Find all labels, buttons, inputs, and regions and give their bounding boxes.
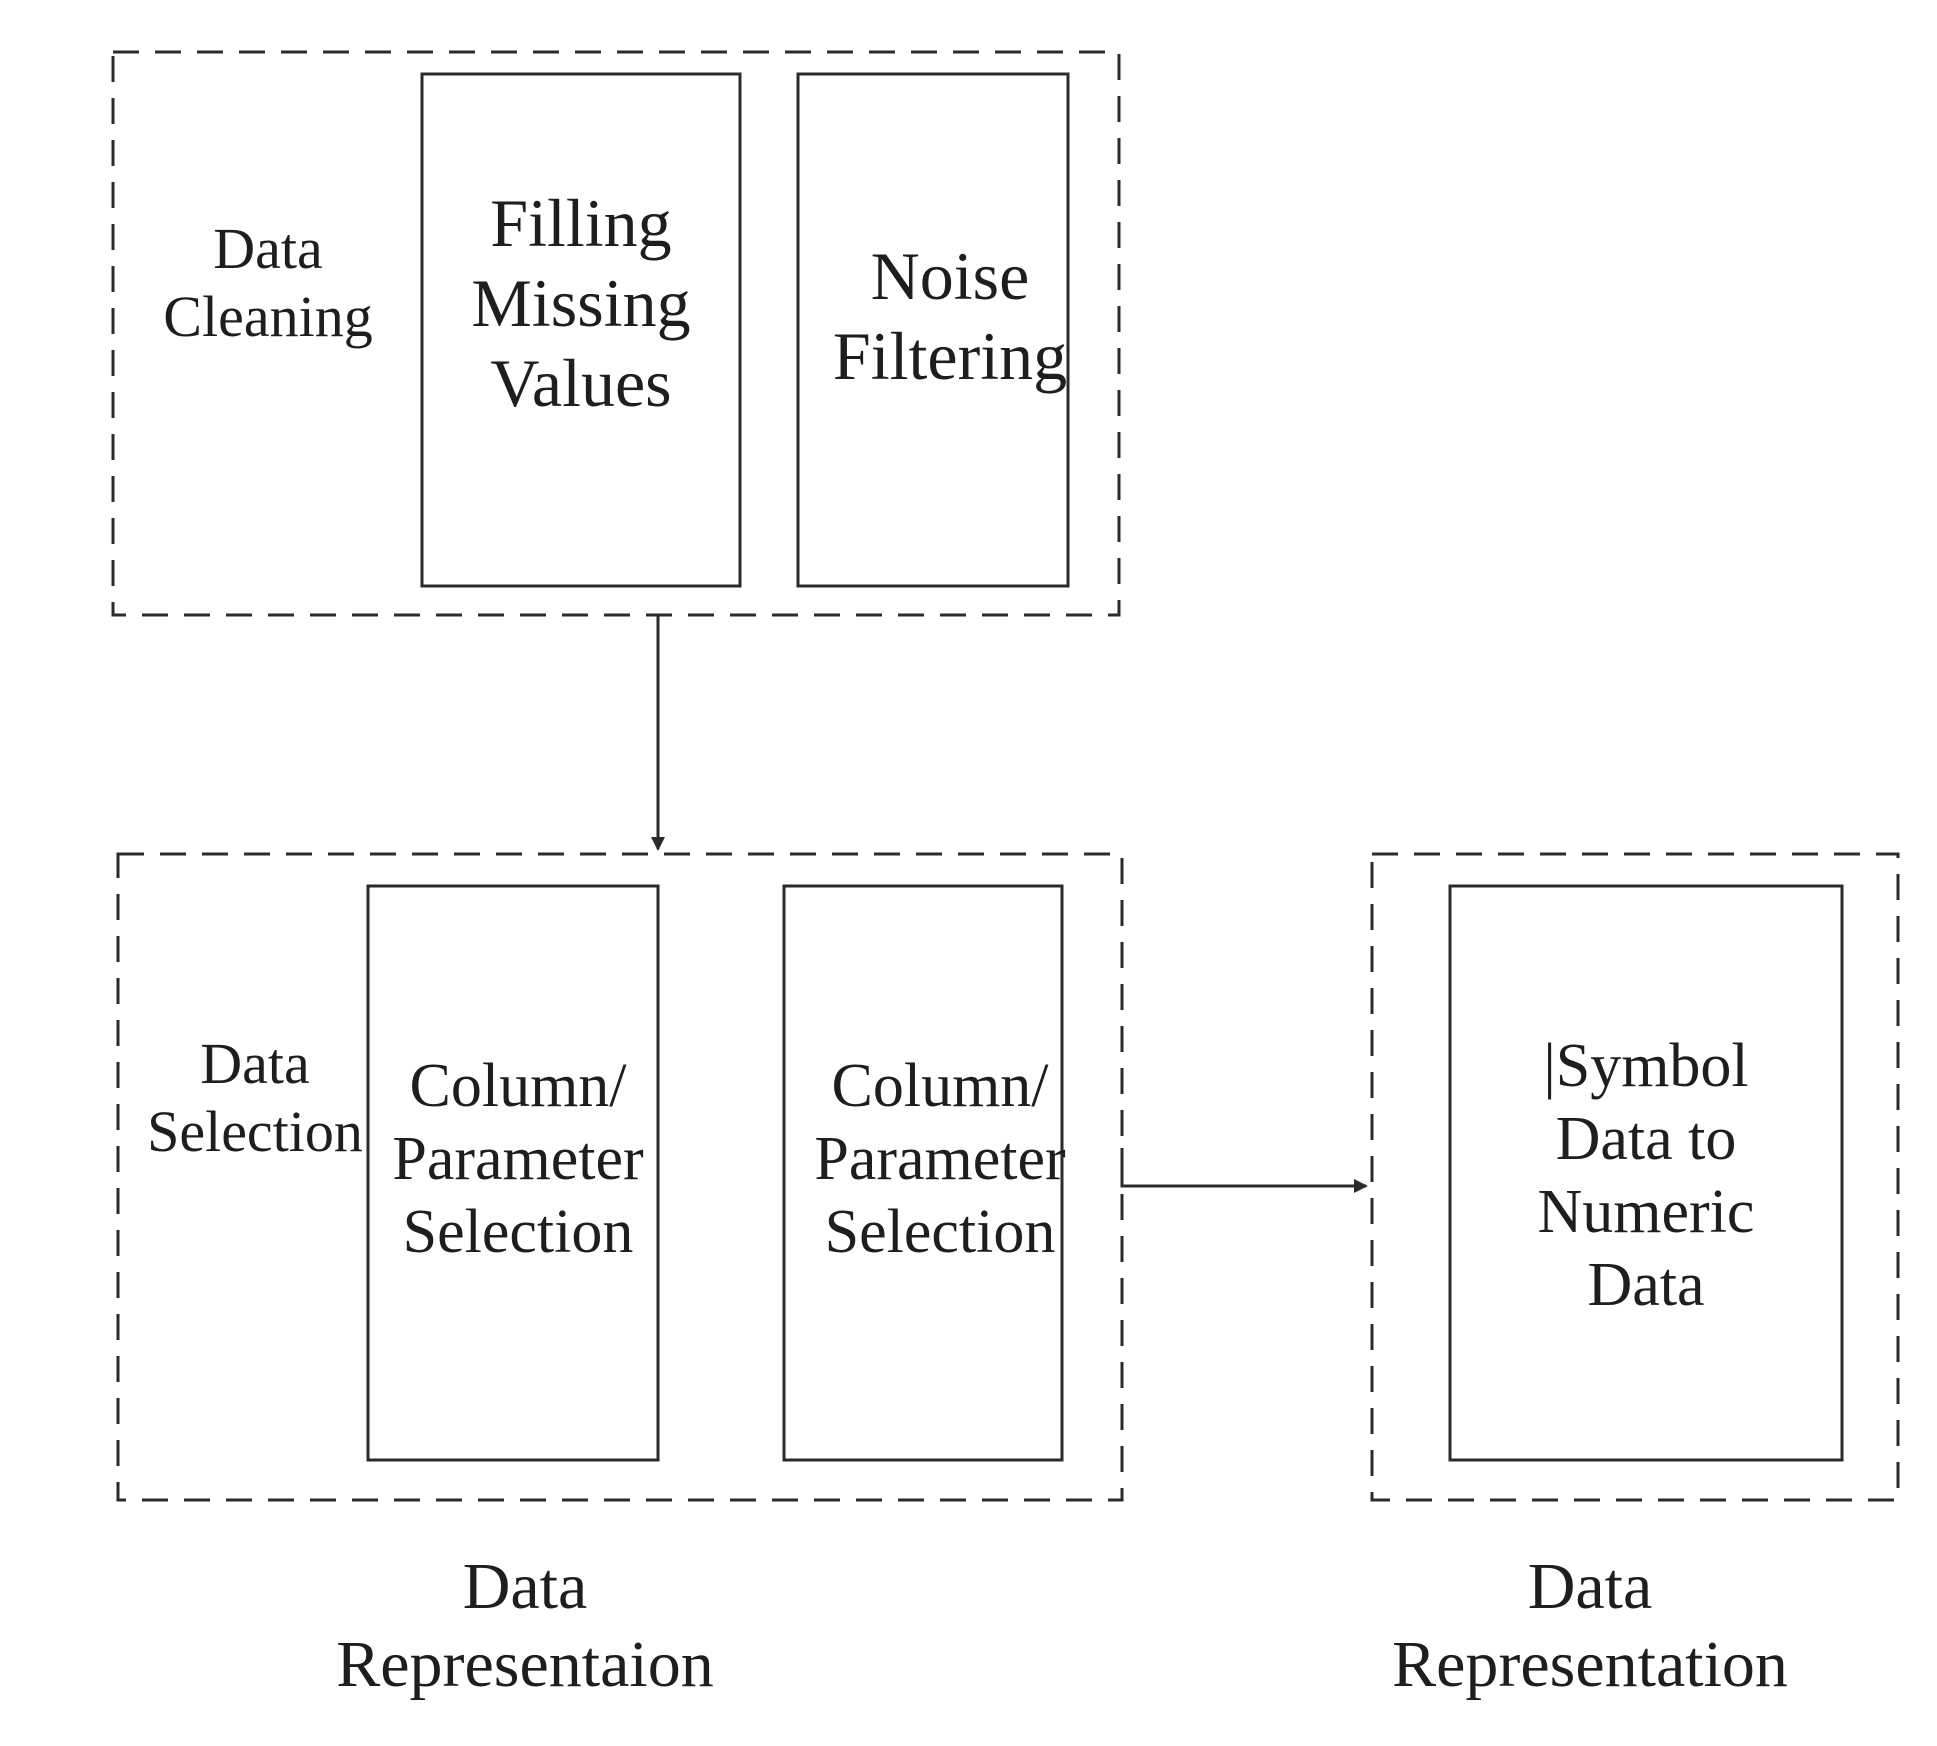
filling-missing-values-box (420, 72, 742, 588)
symbol-to-numeric-box (1448, 884, 1844, 1462)
symbol-to-numeric-label: |Symbol Data to Numeric Data (1537, 1032, 1755, 1320)
noise-filtering-box (796, 72, 1070, 588)
data-cleaning-group (111, 50, 1121, 617)
column-parameter-selection-label-1: Column/ Parameter Selection (392, 1052, 644, 1267)
arrow-selection-to-representation (1120, 1148, 1368, 1193)
data-representation-caption: Data Representation (1392, 1550, 1788, 1701)
noise-filtering-label: Noise Filtering (832, 238, 1068, 395)
data-representaion-caption: Data Representaion (336, 1550, 714, 1701)
column-parameter-selection-box-1 (366, 884, 660, 1462)
column-parameter-selection-label-2: Column/ Parameter Selection (814, 1052, 1066, 1267)
data-representation-group (1370, 852, 1900, 1502)
data-cleaning-label: Data Cleaning (163, 216, 373, 350)
filling-missing-values-label: Filling Missing Values (471, 185, 691, 422)
column-parameter-selection-box-2 (782, 884, 1064, 1462)
data-selection-label: Data Selection (147, 1031, 363, 1165)
